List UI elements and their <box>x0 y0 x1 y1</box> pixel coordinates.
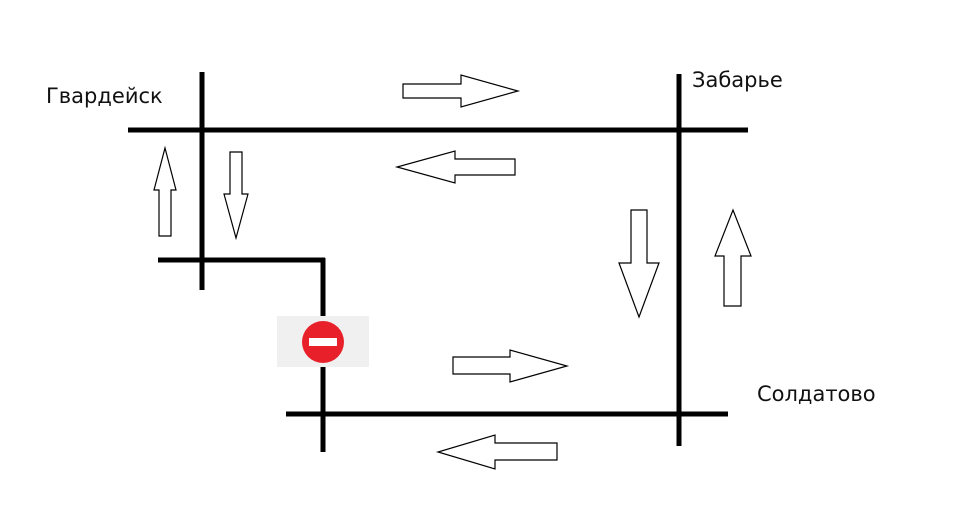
direction-arrows <box>153 74 752 470</box>
arrow-south-icon <box>223 151 249 241</box>
label-soldatovo: Солдатово <box>757 382 876 406</box>
no-entry-bar <box>309 338 337 346</box>
arrow-east-icon <box>452 349 570 383</box>
arrow-north-icon <box>714 208 752 307</box>
no-entry-sign <box>277 316 369 367</box>
place-labels: Гвардейск Забарье Солдатово <box>46 68 876 406</box>
label-zabarye: Забарье <box>692 68 783 92</box>
arrow-east-icon <box>402 74 521 108</box>
arrow-south-icon <box>618 209 660 319</box>
arrow-west-icon <box>435 434 558 470</box>
arrow-west-icon <box>394 150 516 184</box>
arrow-north-icon <box>153 145 177 237</box>
roads <box>128 72 748 452</box>
label-gvardeysk: Гвардейск <box>46 84 163 108</box>
